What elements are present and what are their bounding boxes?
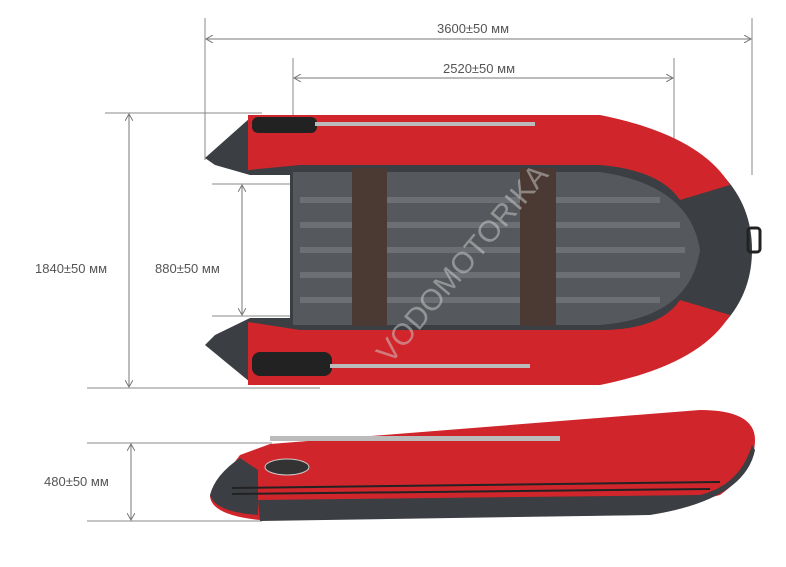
boat-side-view	[210, 410, 755, 521]
length-inner-label: 2520±50 мм	[443, 61, 516, 76]
seat-front	[520, 168, 556, 326]
oar-upper	[252, 117, 535, 133]
brand-logo	[264, 458, 310, 476]
tube-lower	[248, 300, 730, 385]
tube-upper	[248, 115, 730, 200]
width-inner-label: 880±50 мм	[155, 261, 220, 276]
length-overall-label: 3600±50 мм	[437, 21, 510, 36]
oar-lower	[252, 352, 530, 376]
boat-top-view	[205, 115, 762, 385]
width-overall-label: 1840±50 мм	[35, 261, 108, 276]
seat-rear	[352, 168, 387, 326]
tube-height-label: 480±50 мм	[44, 474, 109, 489]
